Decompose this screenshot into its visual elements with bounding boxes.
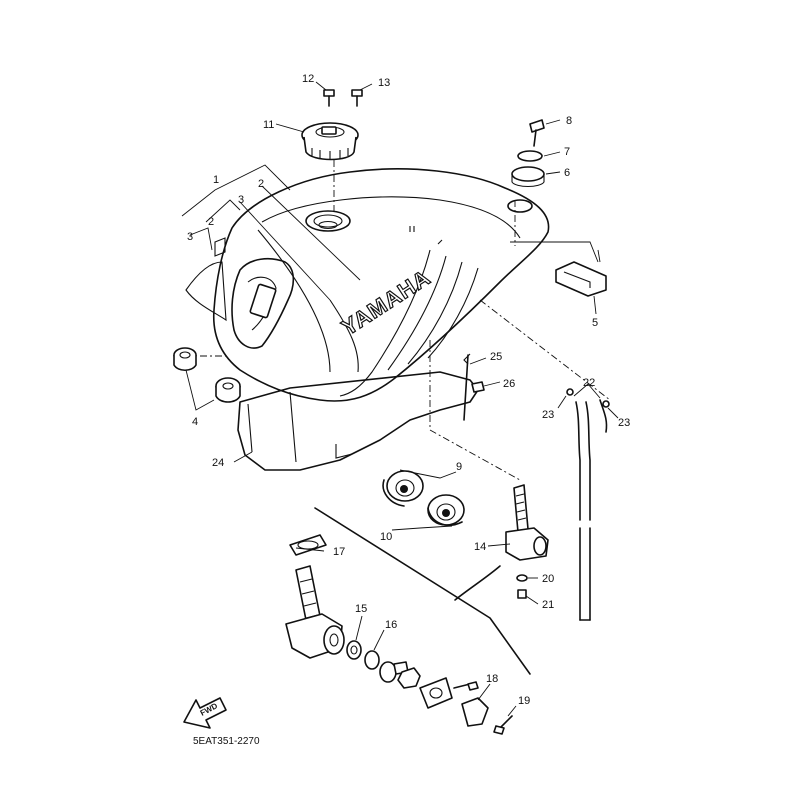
clip-parts xyxy=(463,353,485,421)
callout-3: 3 xyxy=(238,194,244,206)
callout-21: 21 xyxy=(542,599,554,611)
under-tray xyxy=(237,340,521,481)
rear-mount-parts xyxy=(479,119,611,401)
callout-23: 23 xyxy=(618,417,630,429)
fuel-cock-top xyxy=(505,484,549,599)
callout-22: 22 xyxy=(583,377,595,389)
seal-parts xyxy=(346,640,380,670)
forward-arrow-icon: FWD xyxy=(183,697,227,729)
fuel-tank: YAMAHA xyxy=(212,168,550,402)
fuel-cock-lower xyxy=(285,534,345,659)
strainer-gasket-parts xyxy=(382,469,465,531)
callout-23: 23 xyxy=(542,409,554,421)
callout-numbers: 1 2 2 3 3 4 5 6 7 8 9 10 11 12 13 14 15 … xyxy=(187,73,630,707)
callout-16: 16 xyxy=(385,619,397,631)
callout-24: 24 xyxy=(212,457,224,469)
fuel-hose xyxy=(566,383,610,621)
callout-5: 5 xyxy=(592,317,598,329)
callout-18: 18 xyxy=(486,673,498,685)
drawing-code: 5EAT351-2270 xyxy=(193,736,260,747)
callout-11: 11 xyxy=(263,119,274,131)
emblem-callout-lines xyxy=(181,164,361,322)
callout-19: 19 xyxy=(518,695,530,707)
callout-26: 26 xyxy=(503,378,515,390)
damper-parts xyxy=(173,347,241,411)
callout-7: 7 xyxy=(564,146,570,158)
callout-14: 14 xyxy=(474,541,486,553)
callout-6: 6 xyxy=(564,167,570,179)
callout-leaders xyxy=(233,81,619,717)
fuel-cap-assembly xyxy=(301,89,363,212)
callout-3: 3 xyxy=(187,231,193,243)
callout-9: 9 xyxy=(456,461,462,473)
yamaha-logo-text: YAMAHA xyxy=(337,264,435,340)
lever-parts xyxy=(379,661,513,735)
callout-17: 17 xyxy=(333,546,345,558)
callout-2: 2 xyxy=(258,178,264,190)
section-divider xyxy=(314,507,531,675)
callout-1: 1 xyxy=(213,174,219,186)
callout-25: 25 xyxy=(490,351,502,363)
callout-15: 15 xyxy=(355,603,367,615)
callout-13: 13 xyxy=(378,77,390,89)
callout-10: 10 xyxy=(380,531,392,543)
callout-20: 20 xyxy=(542,573,554,585)
callout-8: 8 xyxy=(566,115,572,127)
callout-2: 2 xyxy=(208,216,214,228)
callout-4: 4 xyxy=(192,416,198,428)
callout-12: 12 xyxy=(302,73,314,85)
